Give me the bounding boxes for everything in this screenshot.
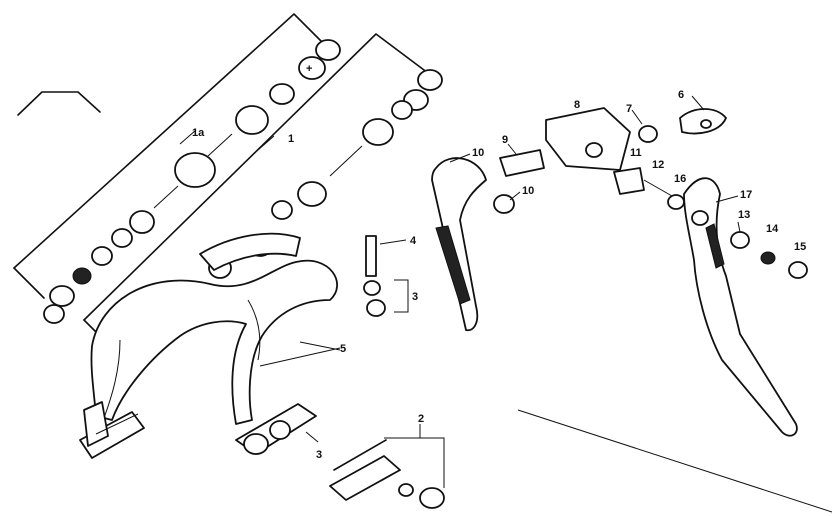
callout-11: 11 (630, 147, 642, 159)
callout-10-lower: 10 (522, 185, 534, 197)
callout-3-upper: 3 (412, 291, 418, 303)
callout-16: 16 (674, 173, 686, 185)
brake-shoe-left (79, 401, 145, 459)
callout-3-lower: 3 (316, 449, 322, 461)
callout-6: 6 (678, 89, 684, 101)
callout-2: 2 (418, 413, 424, 425)
leader-lines (179, 95, 741, 488)
callout-15: 15 (794, 241, 806, 253)
corner-mark (17, 91, 101, 116)
callout-4: 4 (410, 235, 417, 247)
lever-body-8 (545, 107, 658, 171)
part-4-bolt (363, 235, 386, 317)
cable-12 (613, 167, 685, 210)
adjuster-9 (499, 149, 545, 177)
callout-9: 9 (502, 134, 508, 146)
callout-17: 17 (740, 189, 752, 201)
callout-14: 14 (766, 223, 779, 235)
callout-13: 13 (738, 209, 750, 221)
callout-1a: 1a (192, 127, 205, 139)
right-brake-lever (683, 177, 808, 437)
left-brake-lever (431, 157, 515, 332)
svg-text:+: + (306, 63, 312, 75)
callout-12: 12 (652, 159, 664, 171)
callout-labels: 1a 1 2 3 3 4 5 6 7 8 9 10 10 11 12 13 14… (192, 89, 806, 461)
callout-1: 1 (288, 133, 294, 145)
divider-line (517, 409, 832, 513)
callout-5: 5 (340, 343, 346, 355)
part-2-pad-holder (329, 439, 445, 509)
callout-7: 7 (626, 103, 632, 115)
clamp-6 (679, 108, 727, 135)
callout-8: 8 (574, 99, 580, 111)
callout-10-upper: 10 (472, 147, 484, 159)
caliper-arms (90, 232, 338, 425)
assembly-1a-rail: + (13, 13, 341, 324)
brake-shoe-right (235, 403, 317, 455)
